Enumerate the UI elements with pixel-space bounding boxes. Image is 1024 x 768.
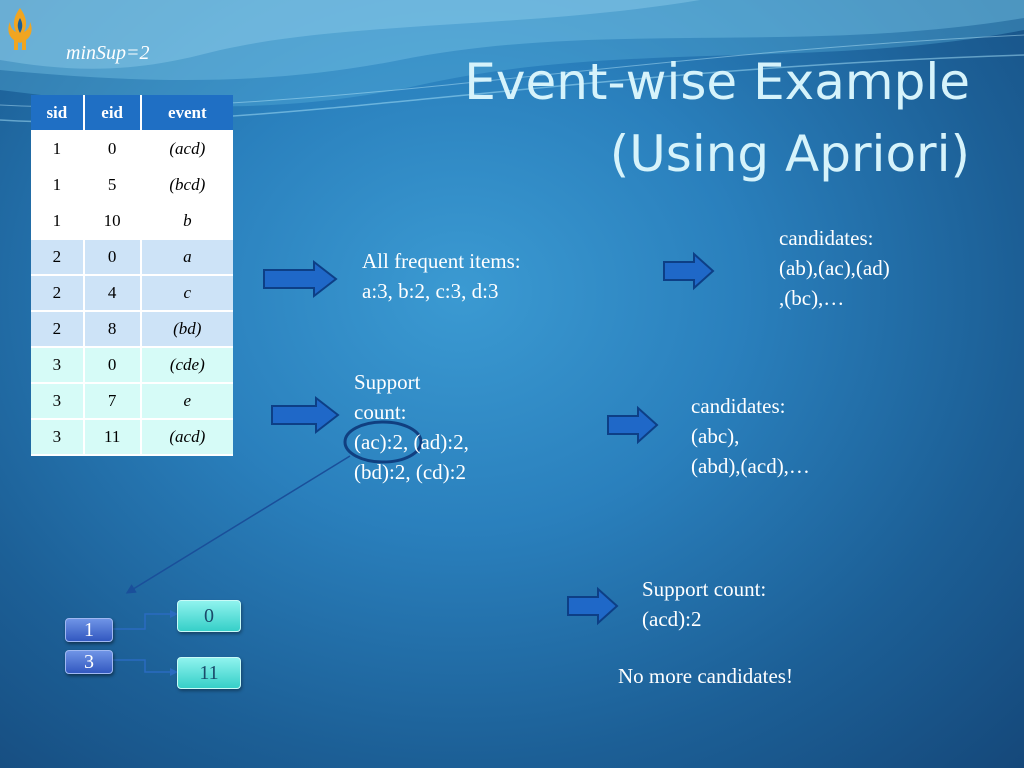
table-header-row: sid eid event [31, 95, 233, 132]
cell-eid: 0 [83, 347, 142, 384]
text-line: (abc), [691, 424, 740, 448]
university-logo [8, 8, 32, 50]
slide-title: Event-wise Example (Using Apriori) [464, 46, 970, 190]
table-row: 3 11 (acd) [31, 419, 233, 456]
eid-box-0: 0 [177, 600, 241, 632]
block-arrow-5 [567, 586, 619, 626]
table-row: 1 5 (bcd) [31, 167, 233, 204]
cell-eid: 0 [83, 131, 142, 168]
text-line: candidates: [691, 394, 786, 418]
title-line-2: (Using Apriori) [609, 125, 970, 183]
sequence-table: sid eid event 1 0 (acd) 1 5 (bcd) 1 10 b… [31, 95, 233, 456]
frequent-items-text: All frequent items: a:3, b:2, c:3, d:3 [362, 246, 521, 306]
cell-sid: 3 [31, 383, 85, 420]
cell-sid: 3 [31, 347, 85, 384]
text-line: ,(bc),… [779, 286, 845, 310]
table-row: 2 0 a [31, 239, 233, 276]
cell-event: a [140, 239, 233, 276]
cell-eid: 7 [83, 383, 142, 420]
table-row: 1 0 (acd) [31, 131, 233, 168]
text-line: (ac):2, (ad):2, [354, 430, 469, 454]
cell-eid: 10 [83, 203, 142, 240]
cell-eid: 0 [83, 239, 142, 276]
text-line: (abd),(acd),… [691, 454, 810, 478]
text-line: count: [354, 400, 407, 424]
cell-sid: 1 [31, 167, 85, 204]
table-row: 2 8 (bd) [31, 311, 233, 348]
no-more-candidates-text: No more candidates! [618, 664, 793, 688]
connector-3-to-11 [111, 659, 178, 676]
text-line: Support [354, 370, 421, 394]
highlight-circle [343, 420, 423, 464]
min-support-label: minSup=2 [66, 42, 150, 64]
block-arrow-4 [607, 405, 659, 445]
table-row: 1 10 b [31, 203, 233, 240]
header-sid: sid [31, 95, 85, 132]
eid-box-11: 11 [177, 657, 241, 689]
candidates-level-2: candidates: (ab),(ac),(ad) ,(bc),… [779, 223, 890, 313]
cell-event: (bcd) [140, 167, 233, 204]
text-line: (ab),(ac),(ad) [779, 256, 890, 280]
table-row: 3 7 e [31, 383, 233, 420]
sid-box-1: 1 [65, 618, 113, 642]
cell-sid: 1 [31, 131, 85, 168]
cell-sid: 1 [31, 203, 85, 240]
block-arrow-2 [663, 251, 715, 291]
cell-event: (acd) [140, 131, 233, 168]
pointer-line [125, 455, 351, 594]
cell-eid: 5 [83, 167, 142, 204]
block-arrow-1 [263, 259, 338, 299]
cell-event: c [140, 275, 233, 312]
support-count-level-2: Support count: (ac):2, (ad):2, (bd):2, (… [354, 367, 469, 487]
cell-eid: 11 [83, 419, 142, 456]
cell-event: (acd) [140, 419, 233, 456]
cell-event: (cde) [140, 347, 233, 384]
cell-sid: 2 [31, 275, 85, 312]
cell-event: e [140, 383, 233, 420]
block-arrow-3 [271, 395, 340, 435]
text-line: (acd):2 [642, 607, 702, 631]
cell-eid: 4 [83, 275, 142, 312]
text-line: (bd):2, (cd):2 [354, 460, 466, 484]
text-line: All frequent items: [362, 249, 521, 273]
header-event: event [140, 95, 233, 132]
header-eid: eid [83, 95, 142, 132]
text-line: a:3, b:2, c:3, d:3 [362, 279, 499, 303]
candidates-level-3: candidates: (abc), (abd),(acd),… [691, 391, 810, 481]
table-row: 2 4 c [31, 275, 233, 312]
cell-sid: 2 [31, 311, 85, 348]
cell-sid: 2 [31, 239, 85, 276]
text-line: candidates: [779, 226, 874, 250]
table-row: 3 0 (cde) [31, 347, 233, 384]
cell-eid: 8 [83, 311, 142, 348]
cell-sid: 3 [31, 419, 85, 456]
sid-box-3: 3 [65, 650, 113, 674]
connector-1-to-0 [111, 610, 178, 630]
title-line-1: Event-wise Example [464, 53, 970, 111]
text-line: Support count: [642, 577, 767, 601]
cell-event: b [140, 203, 233, 240]
cell-event: (bd) [140, 311, 233, 348]
support-count-level-3: Support count: (acd):2 [642, 574, 766, 634]
